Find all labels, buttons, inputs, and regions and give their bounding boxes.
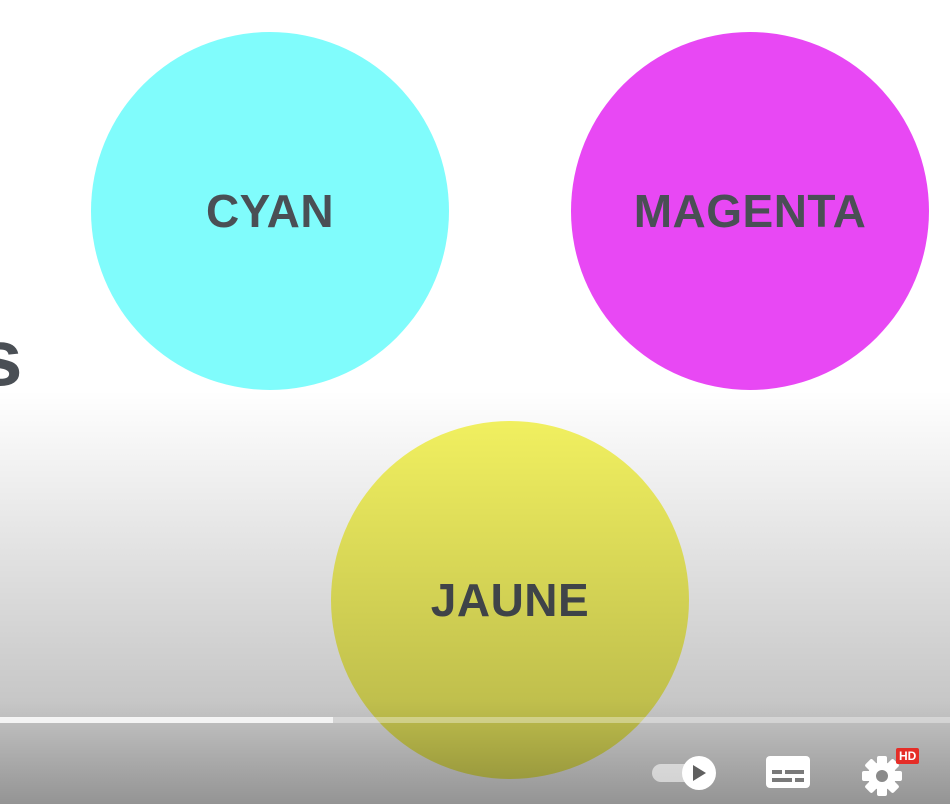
gear-icon: [862, 756, 902, 796]
hd-badge: HD: [896, 748, 920, 764]
cyan-label: CYAN: [205, 185, 335, 237]
subtitles-icon: [766, 756, 810, 788]
yellow-label: JAUNE: [430, 574, 590, 626]
partial-title-text: s: [0, 313, 23, 402]
autoplay-toggle[interactable]: [650, 754, 720, 790]
magenta-circle: MAGENTA: [571, 32, 929, 390]
cyan-circle: CYAN: [91, 32, 449, 390]
magenta-label: MAGENTA: [633, 185, 867, 237]
settings-button[interactable]: HD: [858, 748, 920, 796]
progress-bar-played: [0, 717, 333, 723]
progress-bar[interactable]: [0, 717, 950, 723]
subtitles-button[interactable]: [764, 754, 812, 790]
player-controls: HD: [0, 740, 950, 804]
autoplay-toggle-icon: [682, 756, 716, 790]
yellow-circle: JAUNE: [331, 421, 689, 779]
